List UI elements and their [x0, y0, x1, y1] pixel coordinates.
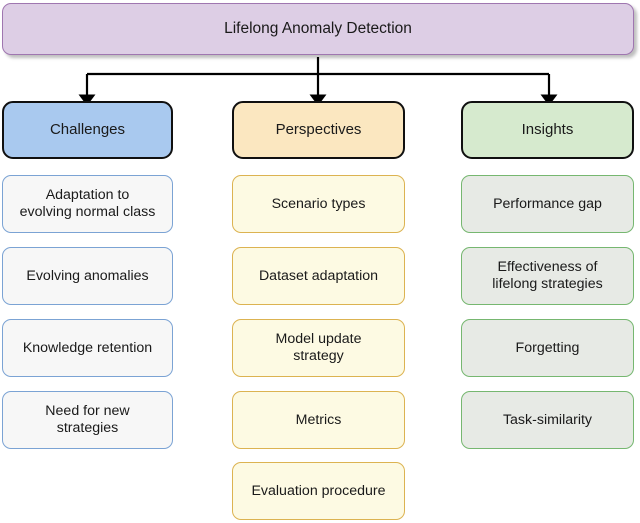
leaf-node-task-similarity[interactable]: Task-similarity: [461, 391, 634, 449]
leaf-node-effectiveness-of-lifelong-strategies[interactable]: Effectiveness of lifelong strategies: [461, 247, 634, 305]
leaf-node-dataset-adaptation[interactable]: Dataset adaptation: [232, 247, 405, 305]
leaf-node-knowledge-retention[interactable]: Knowledge retention: [2, 319, 173, 377]
header-node-challenges[interactable]: Challenges: [2, 101, 173, 159]
leaf-node-label: Forgetting: [515, 339, 580, 356]
leaf-node-label: Evaluation procedure: [251, 482, 386, 499]
root-node-label: Lifelong Anomaly Detection: [224, 19, 412, 37]
leaf-node-evaluation-procedure[interactable]: Evaluation procedure: [232, 462, 405, 520]
leaf-node-label: Adaptation to evolving normal class: [19, 187, 156, 220]
leaf-node-label: Model update strategy: [275, 331, 362, 364]
header-node-perspectives[interactable]: Perspectives: [232, 101, 405, 159]
header-node-challenges-label: Challenges: [49, 121, 126, 139]
leaf-node-forgetting[interactable]: Forgetting: [461, 319, 634, 377]
leaf-node-adaptation-to-evolving-normal-class[interactable]: Adaptation to evolving normal class: [2, 175, 173, 233]
root-node-lifelong-anomaly-detection[interactable]: Lifelong Anomaly Detection: [2, 3, 634, 55]
leaf-node-metrics[interactable]: Metrics: [232, 391, 405, 449]
leaf-node-need-for-new-strategies[interactable]: Need for new strategies: [2, 391, 173, 449]
leaf-node-label: Dataset adaptation: [258, 267, 379, 284]
header-node-insights-label: Insights: [521, 121, 574, 139]
leaf-node-performance-gap[interactable]: Performance gap: [461, 175, 634, 233]
leaf-node-label: Task-similarity: [502, 411, 593, 428]
leaf-node-label: Evolving anomalies: [26, 267, 149, 284]
leaf-node-evolving-anomalies[interactable]: Evolving anomalies: [2, 247, 173, 305]
leaf-node-label: Effectiveness of lifelong strategies: [492, 259, 603, 292]
leaf-node-label: Knowledge retention: [22, 339, 153, 356]
leaf-node-model-update-strategy[interactable]: Model update strategy: [232, 319, 405, 377]
header-node-perspectives-label: Perspectives: [275, 121, 362, 139]
header-node-insights[interactable]: Insights: [461, 101, 634, 159]
leaf-node-scenario-types[interactable]: Scenario types: [232, 175, 405, 233]
leaf-node-label: Metrics: [295, 411, 342, 428]
leaf-node-label: Scenario types: [271, 195, 366, 212]
leaf-node-label: Need for new strategies: [45, 403, 130, 436]
leaf-node-label: Performance gap: [493, 195, 602, 212]
